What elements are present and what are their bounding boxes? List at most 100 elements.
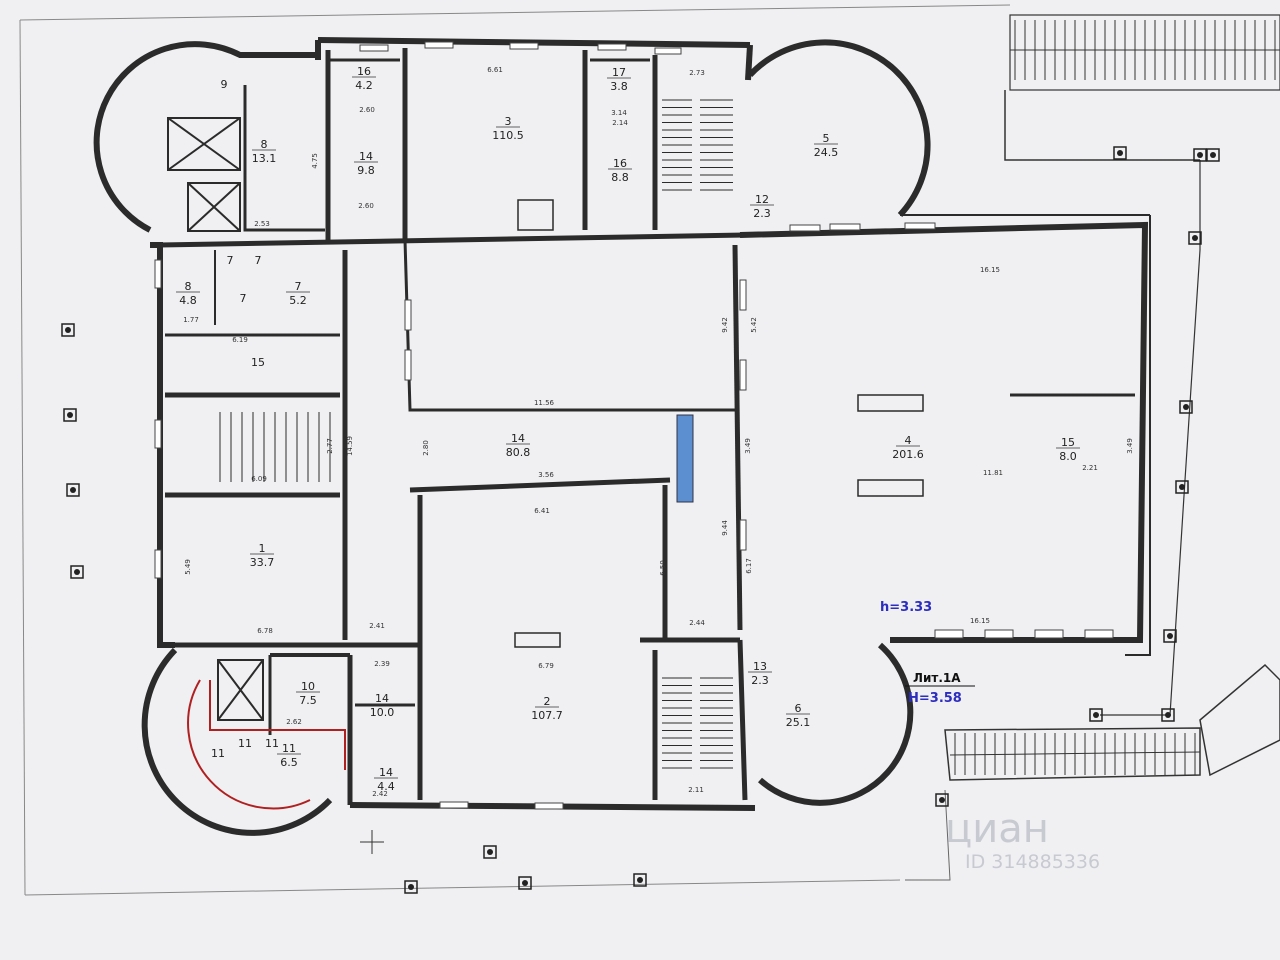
dimension-label: 11.81 xyxy=(983,469,1003,477)
room-r12: 122.3 xyxy=(750,193,774,220)
dimension-label: 2.11 xyxy=(688,786,704,794)
room-number: 11 xyxy=(265,737,279,750)
post-icon xyxy=(63,408,77,422)
post-icon xyxy=(70,565,84,579)
height-lit-label: H=3.58 xyxy=(908,691,962,706)
room-number: 8 xyxy=(261,138,268,151)
room-number: 16 xyxy=(613,157,627,170)
room-number: 9 xyxy=(221,78,228,91)
window xyxy=(904,222,936,230)
dimension-label: 2.80 xyxy=(422,440,430,456)
room-r15b: 158.0 xyxy=(1056,436,1080,463)
external-stair-top xyxy=(1004,14,1280,161)
room-number: 6 xyxy=(795,702,802,715)
dimension-label: 2.44 xyxy=(689,619,705,627)
window xyxy=(597,43,627,51)
dimension-label: 5.42 xyxy=(750,317,758,333)
post-icon xyxy=(1089,708,1103,722)
dimension-label: 1.77 xyxy=(183,316,199,324)
frame-bottom xyxy=(24,879,901,896)
room-r11c: 11 xyxy=(265,737,279,750)
ceiling-height-main: h=3.33 xyxy=(880,600,932,615)
post-icon xyxy=(518,876,532,890)
window xyxy=(1084,629,1114,639)
room-r7a: 7 xyxy=(227,254,234,267)
window xyxy=(1034,629,1064,639)
frame-left xyxy=(19,19,26,896)
post-icon xyxy=(1175,480,1189,494)
room-number: 14 xyxy=(359,150,373,163)
window xyxy=(739,279,747,311)
dimension-label: 5.49 xyxy=(184,559,192,575)
room-number: 1 xyxy=(259,542,266,555)
dimension-label: 16.15 xyxy=(970,617,990,625)
room-number: 14 xyxy=(511,432,525,445)
dimension-label: 6.79 xyxy=(538,662,554,670)
post-icon xyxy=(483,845,497,859)
window xyxy=(509,42,539,50)
survey-mark-icon xyxy=(360,830,384,854)
room-number: 7 xyxy=(240,292,247,305)
dimension-label: 6.19 xyxy=(232,336,248,344)
room-number: 13 xyxy=(753,660,767,673)
room-area: 110.5 xyxy=(492,129,524,142)
room-area: 107.7 xyxy=(531,709,563,722)
room-area: 3.8 xyxy=(610,80,628,93)
room-number: 7 xyxy=(255,254,262,267)
dimension-label: 4.75 xyxy=(311,153,319,169)
room-area: 24.5 xyxy=(814,146,839,159)
room-number: 2 xyxy=(544,695,551,708)
room-r14a: 149.8 xyxy=(354,150,378,177)
internal-stairs xyxy=(219,99,733,769)
post-icon xyxy=(1193,148,1207,162)
dimension-label: 3.14 xyxy=(611,109,627,117)
room-number: 16 xyxy=(357,65,371,78)
window xyxy=(439,801,469,809)
room-r16b: 168.8 xyxy=(608,157,632,184)
dimension-label: 16.15 xyxy=(980,266,1000,274)
dimension-label: 6.41 xyxy=(534,507,550,515)
dimension-label: 9.44 xyxy=(721,520,729,536)
dimension-label: 11.56 xyxy=(534,399,555,407)
room-area: 33.7 xyxy=(250,556,275,569)
dimension-label: 2.14 xyxy=(612,119,628,127)
watermark-id: ID 314885336 xyxy=(965,851,1100,873)
window xyxy=(739,519,747,551)
room-number: 11 xyxy=(282,742,296,755)
dimension-label: 6.78 xyxy=(257,627,273,635)
frame-top xyxy=(19,4,1011,21)
room-r8b: 84.8 xyxy=(176,280,200,307)
room-area: 5.2 xyxy=(289,294,307,307)
dimension-label: 2.21 xyxy=(1082,464,1098,472)
room-area: 4.2 xyxy=(355,79,373,92)
site-boundary-right xyxy=(1100,160,1201,716)
room-r1: 133.7 xyxy=(250,542,275,569)
room-r7c: 7 xyxy=(240,292,247,305)
dimension-label: 6.09 xyxy=(251,475,267,483)
fixtures xyxy=(514,199,924,648)
dimension-label: 2.62 xyxy=(286,718,302,726)
watermark-brand: циан xyxy=(945,806,1049,852)
dimension-label: 3.49 xyxy=(744,438,752,454)
room-r15: 15 xyxy=(251,356,265,369)
room-r17: 173.8 xyxy=(607,66,631,93)
room-r11d: 116.5 xyxy=(277,742,301,769)
window xyxy=(934,629,964,639)
room-r16a: 164.2 xyxy=(352,65,376,92)
post-icon xyxy=(1113,146,1127,160)
dimension-label: 3.49 xyxy=(1126,438,1134,454)
room-area: 201.6 xyxy=(892,448,924,461)
window xyxy=(404,349,412,381)
room-r14d: 144.4 xyxy=(374,766,398,793)
room-number: 8 xyxy=(185,280,192,293)
window xyxy=(404,299,412,331)
post-icon xyxy=(1163,629,1177,643)
room-area: 6.5 xyxy=(280,756,298,769)
dimension-label: 2.77 xyxy=(326,438,334,454)
post-icon xyxy=(1206,148,1220,162)
room-r7b: 7 xyxy=(255,254,262,267)
dimension-label: 2.73 xyxy=(689,69,705,77)
room-area: 80.8 xyxy=(506,446,531,459)
lit-label: Лит.1А xyxy=(913,671,961,685)
